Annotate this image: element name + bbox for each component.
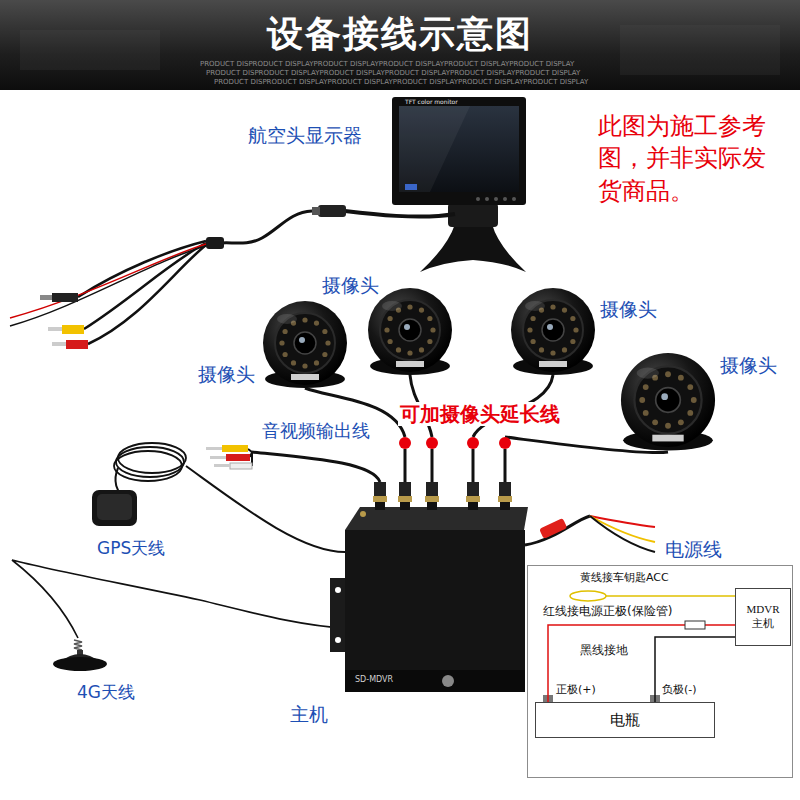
av-output-cable bbox=[206, 445, 380, 482]
part-label: 摄像头 bbox=[600, 298, 657, 321]
gps-antenna bbox=[92, 443, 345, 552]
watermark-text: PRODUCT DISPRODUCT DISPLAYPRODUCT DISPLA… bbox=[206, 69, 580, 77]
part-label: 摄像头 bbox=[198, 363, 255, 386]
note-text: 此图为施工参考图，并非实际发货商品。 bbox=[598, 110, 772, 207]
extension-dots bbox=[399, 437, 511, 449]
watermark-text: PRODUCT DISPRODUCT DISPLAYPRODUCT DISPLA… bbox=[214, 78, 588, 86]
page-title: 设备接线示意图 bbox=[0, 12, 800, 55]
terminal-label: 负极(-) bbox=[662, 683, 697, 696]
watermark-text: PRODUCT DISPRODUCT DISPLAYPRODUCT DISPLA… bbox=[200, 60, 574, 68]
host-box: MDVR 主机 bbox=[735, 588, 791, 646]
wire-note: 黄线接车钥匙ACC bbox=[580, 571, 669, 584]
monitor-illustration bbox=[392, 97, 526, 272]
power-cable bbox=[525, 516, 655, 552]
part-label: 航空头显示器 bbox=[248, 124, 362, 147]
part-label: GPS天线 bbox=[97, 538, 165, 558]
device-marking: TFT color monitor bbox=[405, 98, 458, 105]
part-label: 摄像头 bbox=[720, 354, 777, 377]
node-text: 电瓶 bbox=[610, 711, 640, 730]
dome-cameras bbox=[263, 288, 715, 450]
note-text: 可加摄像头延长线 bbox=[398, 402, 562, 426]
wire-connector bbox=[548, 625, 735, 702]
part-label: 音视频输出线 bbox=[262, 420, 370, 442]
part-label: 主机 bbox=[290, 703, 328, 726]
wire-label: 红线接电源正极(保险管) bbox=[543, 604, 672, 618]
wire-connector bbox=[655, 637, 735, 702]
device-marking: SD-MDVR bbox=[355, 675, 393, 685]
fuse-symbol bbox=[685, 621, 705, 629]
mdvr-host bbox=[330, 482, 528, 692]
part-label: 4G天线 bbox=[77, 682, 135, 702]
part-label: 摄像头 bbox=[322, 274, 379, 297]
terminal-label: 正极(+) bbox=[556, 683, 596, 696]
4g-antenna bbox=[12, 560, 345, 671]
wire-label: 黑线接地 bbox=[580, 643, 628, 657]
wiring-inset bbox=[528, 566, 793, 778]
part-label: 电源线 bbox=[665, 538, 722, 561]
node-text: MDVR 主机 bbox=[743, 603, 783, 631]
battery-box: 电瓶 bbox=[535, 702, 715, 738]
header-band bbox=[0, 0, 800, 90]
